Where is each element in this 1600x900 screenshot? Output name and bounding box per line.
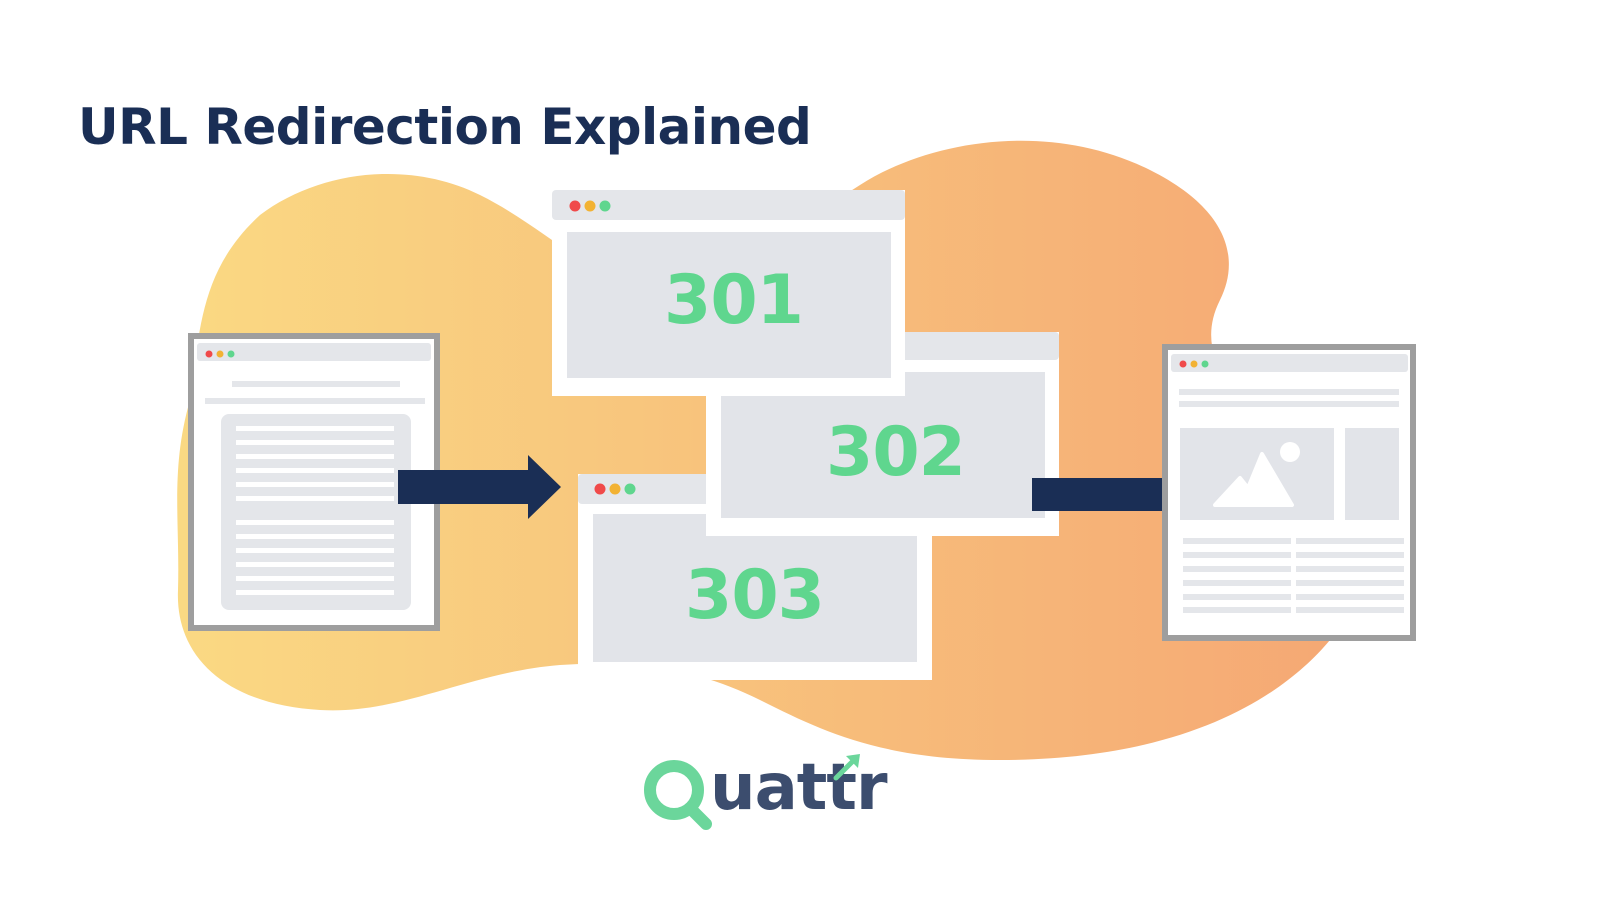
arrow-right-icon (398, 455, 561, 519)
redirect-code-303: 303 (685, 556, 825, 635)
page-title: URL Redirection Explained (78, 98, 812, 156)
redirect-window-301 (552, 190, 905, 396)
redirect-code-301: 301 (664, 261, 804, 340)
magnifier-icon (644, 760, 712, 830)
redirect-code-302: 302 (826, 413, 966, 492)
destination-page-icon (1162, 344, 1416, 641)
image-placeholder-icon (1180, 428, 1334, 520)
logo-arrow-icon (833, 754, 860, 781)
arrow-right-icon (1032, 462, 1195, 526)
quattr-logo: uattr (640, 748, 887, 838)
